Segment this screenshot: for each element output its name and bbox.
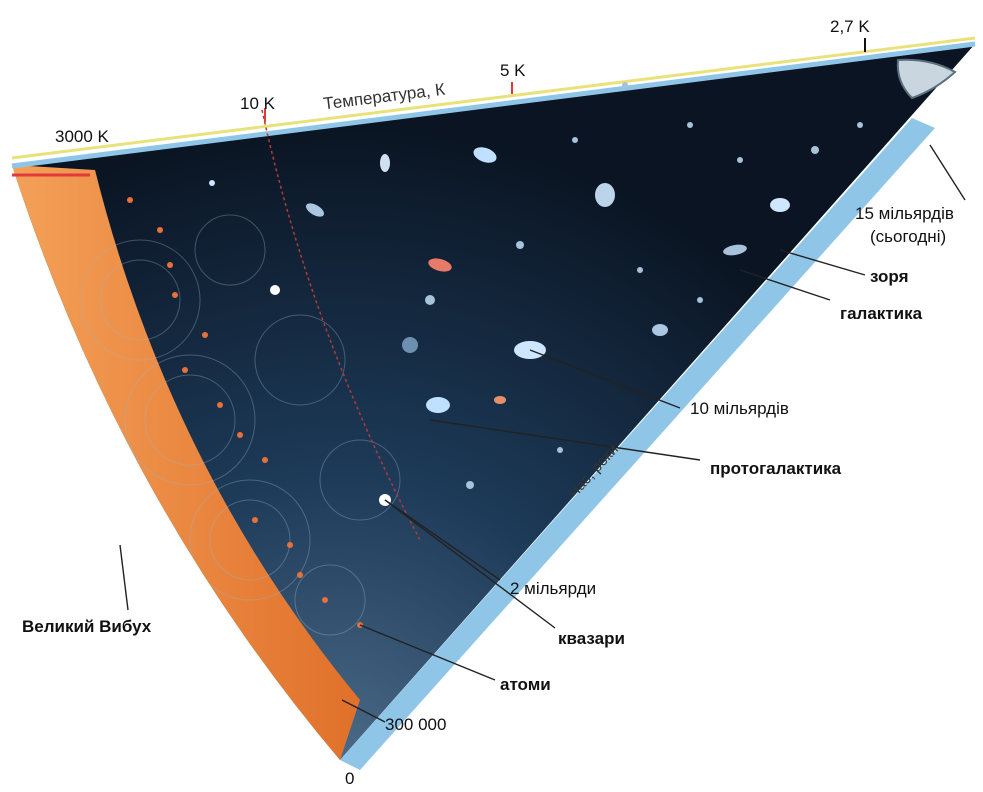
- time-tick-2-billion: 2 мільярди: [510, 579, 597, 598]
- label-quasars: квазари: [558, 629, 625, 648]
- label-big-bang: Великий Вибух: [22, 617, 152, 636]
- label-protogalaxy: протогалактика: [710, 459, 842, 478]
- label-galaxy: галактика: [840, 304, 923, 323]
- temperature-accent-line: [11, 36, 976, 160]
- temp-tick-5k: 5 K: [500, 61, 526, 80]
- ripple-region: [79, 214, 401, 636]
- temp-tick-10k: 10 K: [240, 94, 275, 113]
- leader-lines: [119, 144, 966, 723]
- temp-tick-2-7k: 2,7 K: [830, 17, 870, 36]
- today-marker: [896, 58, 957, 100]
- temperature-axis-line: [11, 41, 976, 169]
- recombination-curve: [261, 109, 421, 541]
- time-tick-300000: 300 000: [385, 715, 447, 734]
- time-axis-band: [340, 118, 935, 770]
- time-tick-10-billion: 10 мільярдів: [690, 399, 789, 418]
- early-particles: [127, 197, 363, 628]
- time-tick-today: (сьогодні): [870, 227, 947, 246]
- starfield: [209, 82, 863, 506]
- temp-tick-3000k: 3000 K: [55, 127, 109, 146]
- label-atoms: атоми: [500, 675, 551, 694]
- label-star: зоря: [870, 267, 909, 286]
- time-tick-0: 0: [345, 769, 355, 788]
- big-bang-band: [12, 165, 360, 760]
- time-tick-15-billion: 15 мільярдів: [855, 204, 954, 223]
